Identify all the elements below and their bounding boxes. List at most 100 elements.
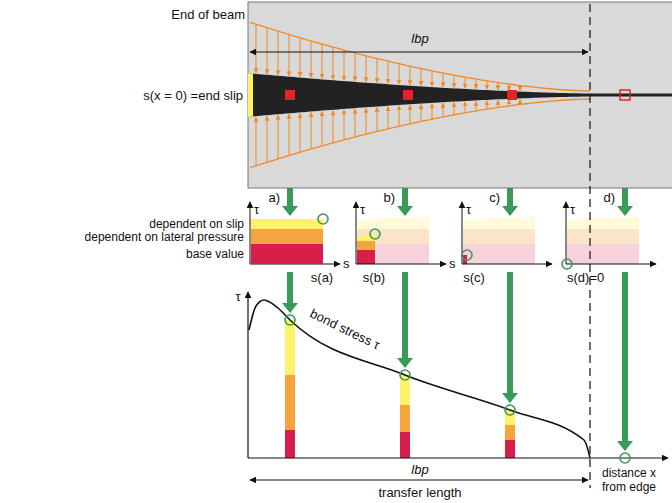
point-marker [562, 259, 572, 269]
base-layer [505, 440, 515, 458]
stress-tick [487, 81, 488, 89]
stress-tick [366, 56, 367, 82]
stress-tick [487, 101, 488, 109]
slip-value: s(c) [463, 270, 485, 285]
stress-tick [509, 100, 510, 106]
dimension-line [250, 480, 588, 481]
stress-tick [388, 107, 389, 129]
axis-label: τ [235, 289, 240, 304]
stress-tick [311, 112, 312, 149]
stress-tick [311, 41, 312, 78]
axis-label: s [449, 256, 456, 271]
dimension-line [250, 52, 588, 53]
s-axis [462, 264, 552, 265]
s-axis [356, 264, 446, 265]
stress-tick [355, 109, 356, 137]
legend-text: dependent on slip [149, 218, 244, 231]
pale-layer [463, 229, 535, 244]
legend-text: base value [186, 248, 244, 261]
bond-stress-curve [249, 300, 590, 458]
stress-tick [388, 61, 389, 83]
curve-label: bond stress τ [308, 306, 383, 353]
stress-tick [366, 108, 367, 134]
base-layer [285, 430, 295, 458]
point-marker [620, 453, 630, 463]
pressure-layer [505, 425, 515, 440]
section-letter: d) [603, 190, 615, 205]
stress-tick [278, 31, 279, 75]
stress-tick [256, 117, 257, 166]
section-letter: b) [383, 190, 395, 205]
dimension-label: transfer length [376, 485, 463, 500]
axis-label: τ [254, 202, 259, 217]
stress-tick [421, 69, 422, 86]
stress-tick [443, 103, 444, 117]
tau-axis [247, 292, 248, 458]
stress-tick [344, 110, 345, 140]
stress-tick [465, 102, 466, 113]
pressure-layer [285, 375, 295, 430]
point-marker [318, 214, 328, 224]
slip-value: s(b) [363, 270, 385, 285]
dashed-line [589, 4, 590, 488]
stress-tick [476, 79, 477, 89]
tendon [248, 73, 672, 116]
x-axis [248, 457, 668, 458]
text-label: s(x = 0) =end slip [143, 88, 243, 103]
axis-label: τ [466, 202, 471, 217]
stress-tick [267, 28, 268, 74]
section-letter: c) [489, 190, 500, 205]
stress-tick [498, 83, 499, 90]
point-marker [400, 370, 410, 380]
bond-chart [249, 300, 590, 458]
stress-tick [410, 66, 411, 85]
end-slip-mark [248, 73, 253, 116]
point-marker [505, 405, 515, 415]
pale-layer [463, 217, 535, 229]
stress-tick [498, 100, 499, 107]
stress-tick [256, 24, 257, 73]
green-arrow [502, 272, 518, 403]
pale-layer [463, 244, 535, 264]
axis-label: s [343, 256, 350, 271]
axis-label: τ [360, 202, 365, 217]
tau-axis [566, 202, 567, 264]
slip-charts [250, 202, 656, 264]
axis-label: τ [570, 202, 575, 217]
stress-tick [377, 59, 378, 83]
pale-layer [567, 217, 639, 229]
stress-tick [454, 75, 455, 87]
stress-tick [355, 53, 356, 81]
tendon-shape [250, 73, 672, 116]
stress-tick [322, 112, 323, 146]
axis-label: distance x from edge [602, 466, 668, 494]
stress-tick [410, 105, 411, 124]
green-arrow [617, 272, 633, 451]
stress-tick [399, 106, 400, 126]
stress-tick [454, 103, 455, 115]
green-arrow [502, 188, 518, 216]
pale-layer [567, 229, 639, 244]
legend-swatch [251, 219, 323, 229]
tau-axis [250, 202, 251, 264]
pale-layer [567, 244, 639, 264]
section-mark [620, 90, 630, 100]
stress-tick [289, 35, 290, 76]
green-arrow [617, 188, 633, 216]
stress-tick [278, 115, 279, 159]
legend-swatch [251, 229, 323, 244]
section-mark [403, 90, 413, 100]
tau-axis [356, 202, 357, 264]
green-arrow [397, 188, 413, 216]
stress-tick [300, 113, 301, 152]
section-mark [507, 90, 517, 100]
section-mark [285, 90, 295, 100]
base-layer [357, 250, 375, 264]
stress-tick [465, 77, 466, 88]
point-marker [462, 250, 472, 260]
s-axis [566, 264, 656, 265]
stress-tick [509, 84, 510, 90]
slip-layer [285, 320, 295, 375]
green-arrow [397, 272, 413, 368]
